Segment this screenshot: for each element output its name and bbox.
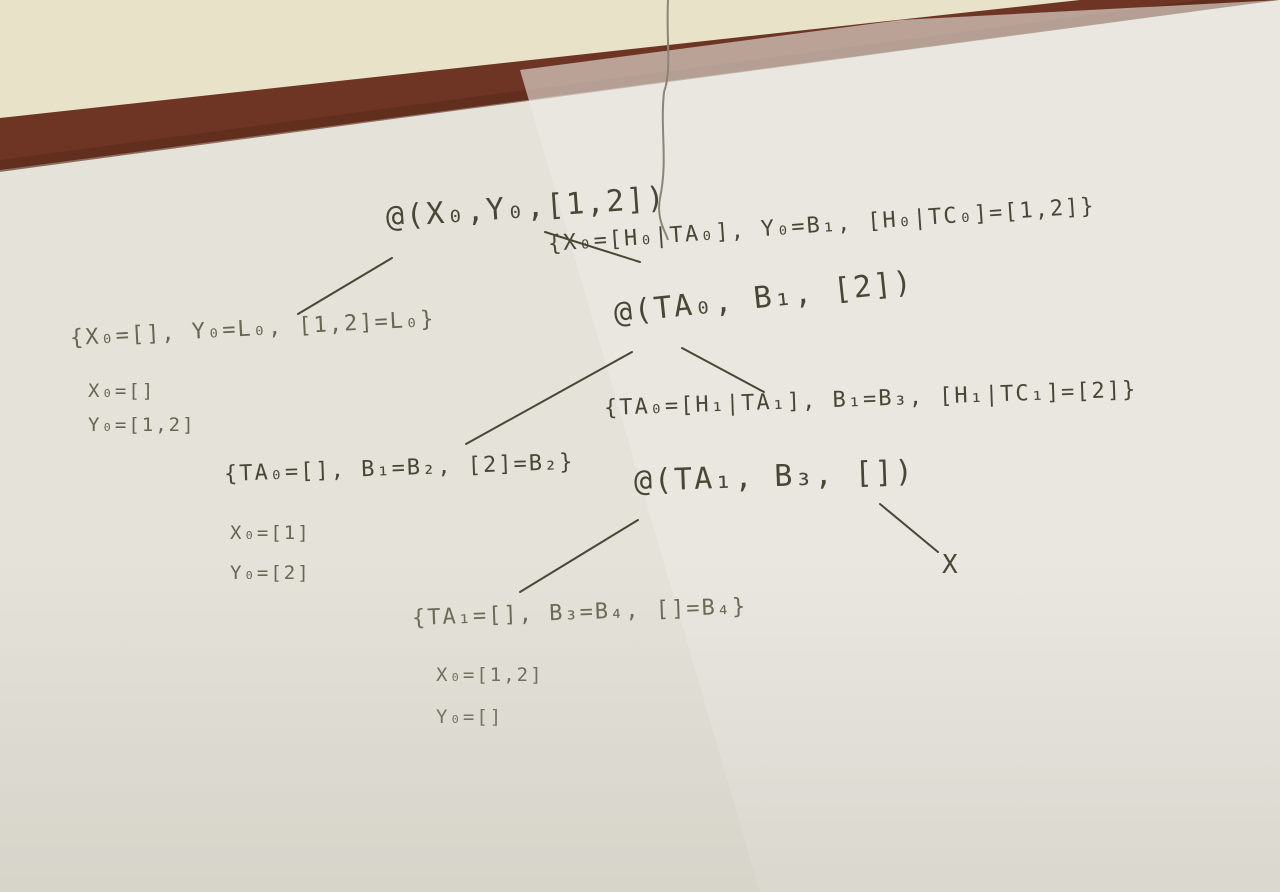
edge-root-right (544, 231, 641, 263)
edge-n2-right (879, 503, 939, 553)
edge-n2-left (519, 519, 639, 593)
mid-result-x: X₀=[1] (230, 522, 311, 544)
left-result-y: Y₀=[1,2] (88, 414, 196, 436)
mid-result-y: Y₀=[2] (230, 562, 311, 584)
edge-n1-right (681, 347, 765, 393)
light-reflection (520, 0, 1280, 892)
failure-mark: X (942, 550, 960, 580)
left-result-x: X₀=[] (88, 380, 156, 402)
bottom-result-x: X₀=[1,2] (436, 664, 544, 686)
edge-root-left (297, 257, 393, 315)
bottom-result-y: Y₀=[] (436, 706, 504, 728)
hanging-string (658, 0, 670, 241)
edge-n1-left (465, 351, 633, 445)
